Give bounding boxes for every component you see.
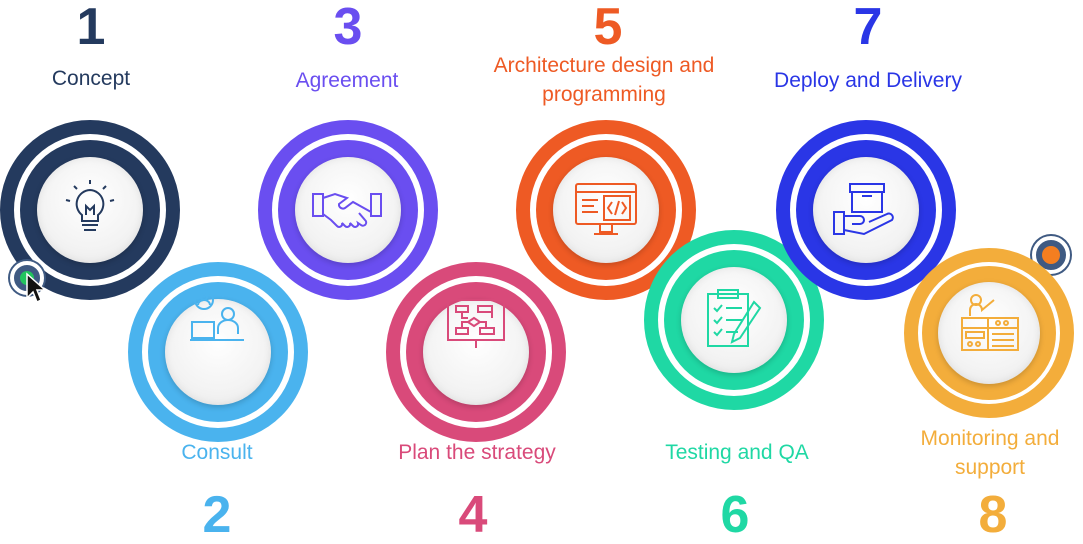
step-6-number: 6: [720, 486, 750, 544]
flowchart-board-icon: [447, 293, 505, 348]
step-2-label: Consult: [181, 441, 253, 464]
step-7-label: Deploy and Delivery: [774, 69, 962, 92]
step-8-number: 8: [978, 486, 1008, 544]
step-3-label: Agreement: [295, 69, 399, 92]
checklist-icon: [707, 289, 762, 347]
step-4-number: 4: [458, 486, 488, 544]
step-1-number: 1: [76, 0, 106, 56]
step-4-disc: [423, 299, 529, 405]
step-6-label: Testing and QA: [665, 441, 809, 464]
box-delivery-icon: [833, 183, 894, 236]
step-7-number: 7: [853, 0, 883, 56]
step-3-number: 3: [333, 0, 363, 56]
step-4-label: Plan the strategy: [398, 441, 556, 464]
dashboard-presenter-icon: [961, 294, 1019, 351]
step-5-disc: [553, 157, 659, 263]
lightbulb-icon: [65, 180, 115, 231]
consultant-icon: [190, 290, 244, 341]
step-2-number: 2: [202, 486, 232, 544]
step-5-number: 5: [593, 0, 623, 56]
step-7-disc: [813, 157, 919, 263]
step-8-label: Monitoring and support: [920, 427, 1060, 479]
handshake-icon: [312, 192, 382, 228]
step-1-label: Concept: [51, 67, 131, 90]
end-marker[interactable]: [1032, 236, 1070, 274]
step-5-label: Architecture design and programming: [493, 54, 715, 106]
step-2-disc: [165, 299, 271, 405]
cursor-icon: [26, 272, 47, 304]
code-monitor-icon: [575, 183, 637, 235]
